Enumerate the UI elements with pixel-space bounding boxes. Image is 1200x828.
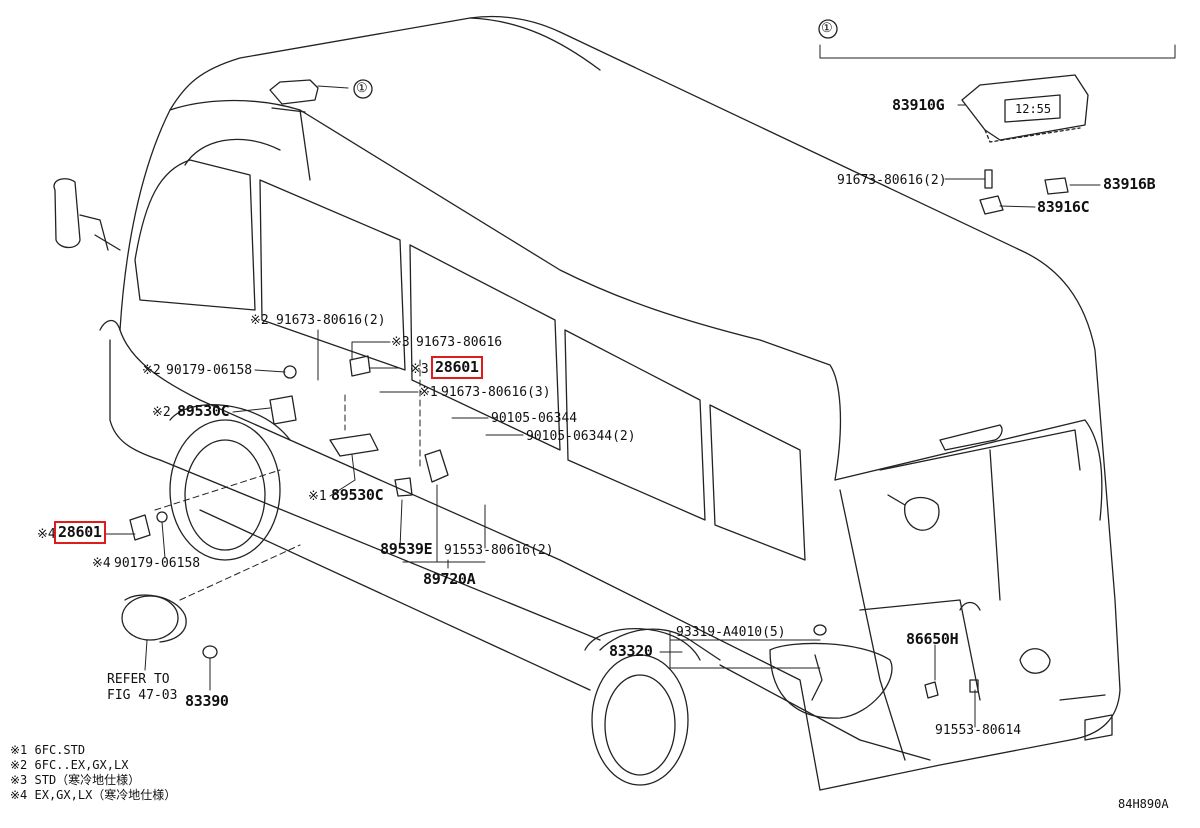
- part-label-83916B[interactable]: 83916B: [1103, 175, 1156, 193]
- note-4: ※4 EX,GX,LX（寒冷地仕様）: [10, 788, 177, 802]
- callout-1-roof: ①: [356, 81, 368, 96]
- notes-legend: ※1 6FC.STD ※2 6FC..EX,GX,LX ※3 STD（寒冷地仕様…: [10, 743, 176, 803]
- part-label-83916C[interactable]: 83916C: [1037, 198, 1090, 216]
- component-sketches: [121, 74, 1089, 719]
- note-3: ※3 STD（寒冷地仕様）: [10, 773, 141, 787]
- part-label-91673-80616-2-top[interactable]: 91673-80616(2): [837, 173, 947, 188]
- bus-body: [53, 15, 1121, 791]
- note-1: ※1 6FC.STD: [10, 743, 86, 757]
- callout-circles: [353, 19, 838, 99]
- part-label-91673-80616-2-left[interactable]: 91673-80616(2): [276, 313, 386, 328]
- part-label-90105-06344-2[interactable]: 90105-06344(2): [526, 429, 636, 444]
- mark-1-b: ※1: [308, 489, 327, 504]
- part-label-89530C-left[interactable]: 89530C: [177, 402, 230, 420]
- part-label-89539E[interactable]: 89539E: [380, 540, 433, 558]
- part-label-83320[interactable]: 83320: [609, 642, 653, 660]
- part-label-93319-A4010-5[interactable]: 93319-A4010(5): [676, 625, 786, 640]
- part-label-90105-06344[interactable]: 90105-06344: [491, 411, 578, 426]
- phantom-lines: [154, 359, 421, 601]
- mark-2-b: ※2: [142, 363, 161, 378]
- mark-4-b: ※4: [92, 556, 111, 571]
- refer-fig-label[interactable]: FIG 47-03: [107, 688, 178, 703]
- mark-1-a: ※1: [419, 385, 438, 400]
- mark-2-a: ※2: [250, 313, 269, 328]
- part-label-91553-80614[interactable]: 91553-80614: [935, 723, 1022, 738]
- diagram-code: 84H890A: [1118, 797, 1169, 811]
- part-label-83910G[interactable]: 83910G: [892, 96, 945, 114]
- part-label-91553-80616-2[interactable]: 91553-80616(2): [444, 543, 554, 558]
- part-label-28601-highlighted-top[interactable]: 28601: [431, 356, 483, 379]
- callout-1-detail: ①: [821, 21, 833, 36]
- part-label-89530C-center[interactable]: 89530C: [331, 486, 384, 504]
- mark-3-b: ※3: [410, 362, 429, 377]
- part-label-91673-80616-3[interactable]: 91673-80616(3): [441, 385, 551, 400]
- mark-2-c: ※2: [152, 405, 171, 420]
- part-label-86650H[interactable]: 86650H: [906, 630, 959, 648]
- clock-display: 12:55: [1015, 102, 1052, 116]
- mark-4-a: ※4: [37, 527, 56, 542]
- refer-to-label: REFER TO: [107, 672, 170, 687]
- leader-lines: [104, 44, 1176, 728]
- part-label-28601-highlighted-left[interactable]: 28601: [54, 521, 106, 544]
- part-label-91673-80616[interactable]: 91673-80616: [416, 335, 503, 350]
- part-label-83390[interactable]: 83390: [185, 692, 229, 710]
- mark-3-a: ※3: [391, 335, 410, 350]
- note-2: ※2 6FC..EX,GX,LX: [10, 758, 129, 772]
- part-label-90179-06158[interactable]: 90179-06158: [166, 363, 253, 378]
- part-label-89720A[interactable]: 89720A: [423, 570, 476, 588]
- part-label-90179-06158-bottom[interactable]: 90179-06158: [114, 556, 201, 571]
